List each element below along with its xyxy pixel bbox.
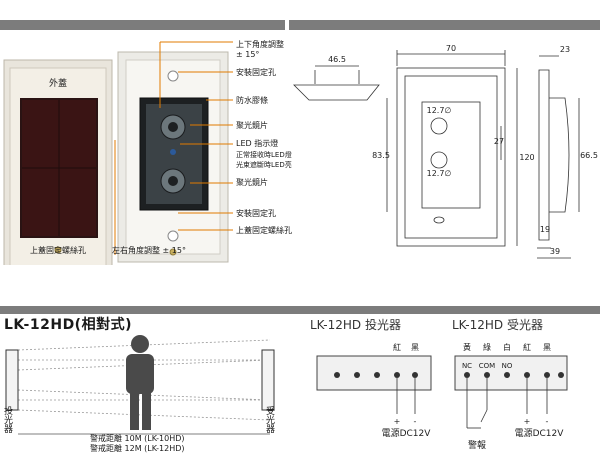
section-bar-right	[289, 306, 600, 314]
tx-color-black: 黑	[411, 343, 419, 352]
dim-lens-bottom: 12.7∅	[427, 169, 452, 178]
header-bar-left	[0, 20, 285, 30]
dim-side-bottom-a: 19	[540, 225, 550, 234]
callout-lens-bottom: 聚光鏡片	[236, 178, 268, 187]
dim-height-left: 83.5	[372, 151, 390, 160]
tx-color-red: 紅	[393, 342, 401, 352]
dim-lens-top: 12.7∅	[427, 106, 452, 115]
distance-10m: 警戒距離 10M (LK-10HD)	[90, 434, 185, 443]
callout-led: LED 指示燈	[236, 139, 279, 148]
rx-color-green: 綠	[483, 342, 491, 352]
tx-plus: +	[394, 417, 401, 426]
tx-minus: -	[414, 417, 417, 426]
beam-diagram	[5, 335, 275, 435]
rx-color-white: 白	[503, 342, 511, 352]
dim-side-height: 66.5	[580, 151, 598, 160]
wiring-diagram: 紅 黑 黃 綠 白 紅 黑 NC COM NO + - + - 電源DC12V …	[316, 342, 568, 451]
bottom-label-screw: 上蓋固定螺絲孔	[30, 246, 86, 255]
tx-power-label: 電源DC12V	[382, 428, 432, 439]
dim-side-top: 23	[560, 45, 570, 54]
dim-hole-gap: 27	[494, 137, 504, 146]
rx-color-black: 黑	[543, 343, 551, 352]
rx-wiring-title: LK-12HD 受光器	[452, 318, 543, 332]
rx-term-nc: NC	[462, 362, 472, 370]
transmitter-label: 投光器	[2, 406, 12, 433]
callout-mount-hole-top: 安裝固定孔	[236, 68, 276, 77]
person-silhouette	[126, 335, 154, 430]
dim-side-bottom-b: 39	[550, 247, 560, 256]
cover-unit	[3, 59, 113, 265]
callout-cover-screw: 上蓋固定螺絲孔	[236, 226, 292, 235]
receiver-label: 受光器	[264, 406, 274, 433]
section-bar-left	[0, 306, 290, 314]
cover-label: 外蓋	[49, 77, 67, 89]
callout-gasket: 防水膠條	[236, 96, 268, 105]
rx-term-no: NO	[502, 362, 513, 370]
bottom-label-horizontal-tilt: 左右角度調整 ± 15°	[112, 246, 186, 255]
rx-term-com: COM	[479, 362, 495, 370]
tx-wiring-title: LK-12HD 投光器	[310, 318, 401, 332]
rx-color-red: 紅	[523, 342, 531, 352]
alarm-label: 警報	[468, 439, 486, 451]
callout-lens-top: 聚光鏡片	[236, 121, 268, 130]
callout-mount-hole-bottom: 安裝固定孔	[236, 209, 276, 218]
dimension-drawing: 46.5 70 83.5 120 27 12.7∅ 12.7∅ 23 66.5 …	[293, 44, 598, 259]
product-photo: 外蓋	[3, 41, 233, 265]
model-title: LK-12HD(相對式)	[4, 317, 132, 333]
rx-minus: -	[546, 417, 549, 426]
dim-width-top: 46.5	[328, 55, 346, 64]
dim-width-front: 70	[446, 44, 456, 53]
callout-leaders	[114, 41, 233, 255]
callout-tilt-vertical: 上下角度調整± 15°	[236, 40, 284, 59]
rx-color-yellow: 黃	[463, 342, 471, 352]
open-unit	[117, 51, 229, 263]
dim-height-total: 120	[519, 153, 534, 162]
rx-power-label: 電源DC12V	[515, 428, 565, 439]
distance-12m: 警戒距離 12M (LK-12HD)	[90, 444, 185, 453]
callout-led-note: 正常接收時LED燈光束遮斷時LED亮	[236, 151, 292, 169]
header-bar-right	[289, 20, 600, 30]
rx-plus: +	[524, 417, 531, 426]
